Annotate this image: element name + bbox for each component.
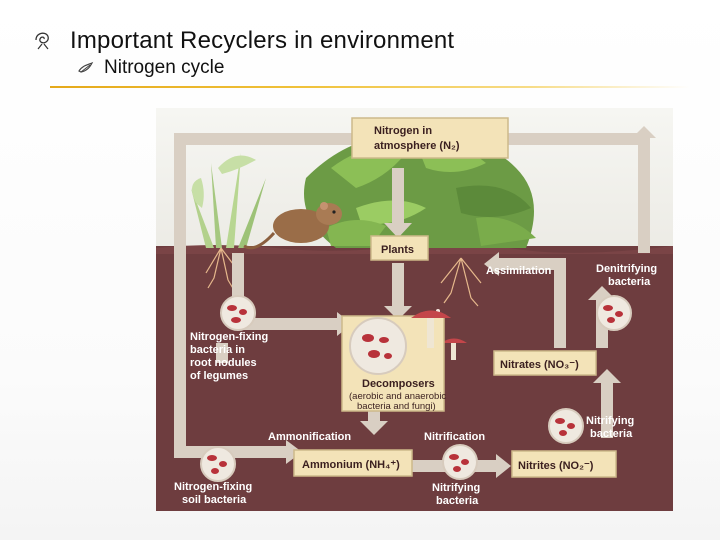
nitrifying-bottom-line1: Nitrifying (432, 482, 480, 494)
nfix-legume-line2: bacteria in (190, 344, 245, 356)
nitrifying-right-line1: Nitrifying (586, 415, 634, 427)
rodent-illustration (243, 202, 342, 250)
nfix-soil-line1: Nitrogen-fixing (174, 481, 252, 493)
denitrifying-label-line2: bacteria (608, 276, 651, 288)
decomposers-label: Decomposers (362, 378, 435, 390)
nfix-legume-line3: root nodules (190, 357, 257, 369)
title-divider (50, 86, 690, 88)
nitrates-label: Nitrates (NO₃⁻) (500, 359, 579, 371)
cycle-arrows (174, 126, 656, 478)
nfix-legume-line4: of legumes (190, 370, 248, 382)
nitrification-label: Nitrification (424, 431, 485, 443)
nitrites-label: Nitrites (NO₂⁻) (518, 460, 594, 472)
ammonium-box (293, 449, 413, 477)
grass-illustration (191, 153, 266, 248)
atmosphere-box (351, 117, 509, 159)
nfix-soil-line2: soil bacteria (182, 494, 247, 506)
bacteria-circle-nitrifying-right (548, 408, 584, 444)
bacteria-circle-legume (220, 295, 256, 331)
denitrifying-label-line1: Denitrifying (596, 263, 657, 275)
bacteria-circle-soil (200, 446, 236, 482)
plants-box (370, 235, 429, 261)
decomposers-note-line2: bacteria and fungi) (357, 401, 436, 412)
bacteria-circle-nitrifying-bottom (442, 444, 478, 480)
bacteria-circle-denitrifying (596, 295, 632, 331)
nitrates-box (493, 350, 597, 376)
decomposers-note-line1: (aerobic and anaerobic (349, 391, 446, 402)
nitrites-box (511, 450, 617, 478)
nitrifying-bottom-line2: bacteria (436, 495, 479, 507)
roots-illustration (205, 247, 482, 307)
page-title: Important Recyclers in environment (70, 27, 455, 54)
nfix-legume-line1: Nitrogen-fixing (190, 331, 268, 343)
nitrogen-cycle-diagram: Nitrogen in atmosphere (N₂) Plants Decom… (156, 108, 673, 511)
assimilation-label: Assimilation (486, 265, 552, 277)
atmosphere-label-line2: atmosphere (N₂) (374, 140, 460, 152)
subtitle: Nitrogen cycle (104, 57, 225, 78)
ammonification-label: Ammonification (268, 431, 351, 443)
plants-label: Plants (381, 244, 414, 256)
ammonium-label: Ammonium (NH₄⁺) (302, 459, 400, 471)
fleuron-bullet-icon (35, 32, 49, 50)
atmosphere-label-line1: Nitrogen in (374, 125, 432, 137)
fleuron-small-bullet-icon (78, 61, 94, 73)
nitrifying-right-line2: bacteria (590, 428, 633, 440)
